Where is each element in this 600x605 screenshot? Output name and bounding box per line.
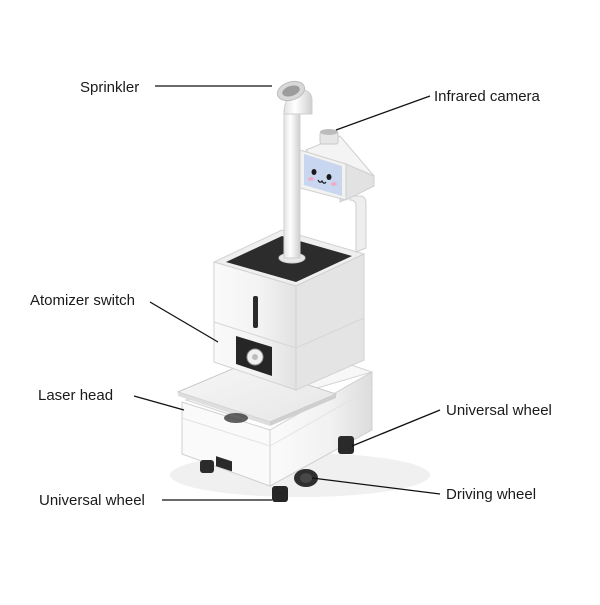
leader-laser-head xyxy=(133,395,185,411)
label-universal-wheel-left: Universal wheel xyxy=(39,492,145,509)
base-slot xyxy=(216,456,232,472)
universal-wheel-front-right xyxy=(272,486,288,502)
label-infrared-camera: Infrared camera xyxy=(434,88,540,105)
driving-wheel xyxy=(294,469,318,487)
label-sprinkler: Sprinkler xyxy=(80,79,140,96)
universal-wheel-back-right xyxy=(338,436,354,454)
leader-atomizer-switch xyxy=(149,301,219,343)
water-level-window xyxy=(253,296,258,328)
universal-wheel-front-left xyxy=(200,460,214,473)
laser-head-plate xyxy=(176,363,338,426)
label-atomizer-switch: Atomizer switch xyxy=(30,292,136,309)
leader-driving-wheel xyxy=(311,477,441,495)
camera-bracket xyxy=(349,195,367,253)
sprinkler xyxy=(276,80,313,264)
leader-infrared-camera xyxy=(335,95,431,131)
leader-universal-wheel-right xyxy=(351,409,441,447)
label-driving-wheel: Driving wheel xyxy=(446,486,537,503)
label-laser-head: Laser head xyxy=(38,387,114,404)
face-emoji xyxy=(308,169,337,186)
wheels xyxy=(200,436,354,502)
label-universal-wheel-right: Universal wheel xyxy=(446,402,552,419)
leader-lines xyxy=(133,85,441,501)
atomizer-switch xyxy=(236,336,272,376)
infrared-camera-head xyxy=(299,129,375,203)
